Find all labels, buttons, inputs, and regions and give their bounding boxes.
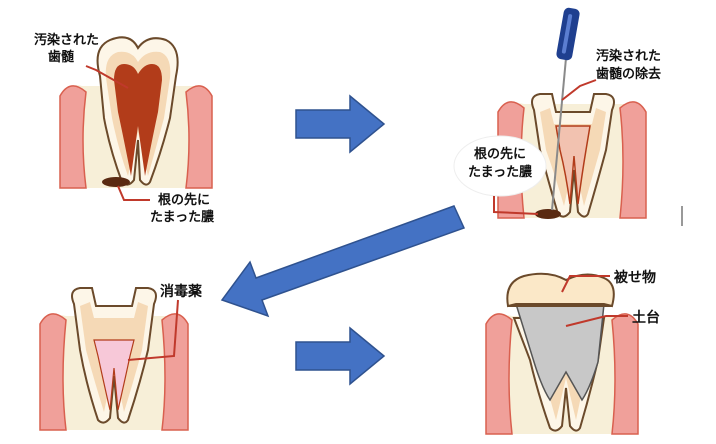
leader-medicine: [127, 299, 179, 361]
label-medicine: 消毒薬: [160, 283, 202, 300]
leader-pus-2: [493, 196, 539, 215]
leader-pulp: [85, 65, 129, 89]
label-pus-line2: たまった膿: [150, 209, 215, 225]
gum-right: [185, 85, 213, 189]
leader-crown: [561, 275, 610, 293]
label-pus-2-line1: 根の先に: [474, 146, 526, 162]
arrow-diagonal-step2: [220, 205, 466, 318]
gum-right-2: [619, 101, 647, 219]
leader-pus: [117, 185, 150, 201]
infected-pulp: [114, 64, 162, 176]
pus-at-root-2: [535, 209, 561, 219]
panel-infected-tooth: 汚染された 歯髄 根の先に たまった膿: [34, 32, 215, 225]
panel-medicating: 消毒薬: [39, 283, 202, 431]
label-pus-line1: 根の先に: [158, 192, 210, 208]
crown: [506, 272, 615, 308]
file-shaft: [551, 57, 567, 211]
label-pus-2-line2: たまった膿: [468, 164, 533, 180]
cleaned-canal: [555, 125, 591, 205]
arrow-right-step3: [295, 326, 386, 386]
gum-left-3: [39, 313, 67, 431]
leader-core: [565, 315, 628, 327]
label-crown: 被せ物: [614, 269, 656, 286]
core-build-up: [514, 303, 605, 402]
arrow-right-step1: [295, 94, 386, 154]
medicine-fill: [93, 339, 135, 411]
label-removal-line2: 歯髄の除去: [596, 66, 661, 82]
label-infected-pulp-line2: 歯髄: [48, 49, 74, 65]
gum-right-3: [161, 313, 189, 431]
panel-restored: 被せ物 土台: [485, 269, 660, 435]
file-handle-stripe: [561, 14, 573, 54]
label-infected-pulp-line1: 汚染された: [34, 32, 99, 48]
leader-removal: [561, 79, 597, 101]
panel-cleaning: 汚染された 歯髄の除去 根の先に たまった膿: [453, 7, 661, 219]
label-core: 土台: [632, 309, 660, 326]
gum-right-4: [611, 313, 639, 435]
label-removal-line1: 汚染された: [596, 48, 661, 64]
gum-left: [59, 85, 87, 189]
gum-left-4: [485, 313, 513, 435]
pus-callout-bubble: [453, 135, 547, 197]
pus-at-root: [102, 177, 130, 187]
